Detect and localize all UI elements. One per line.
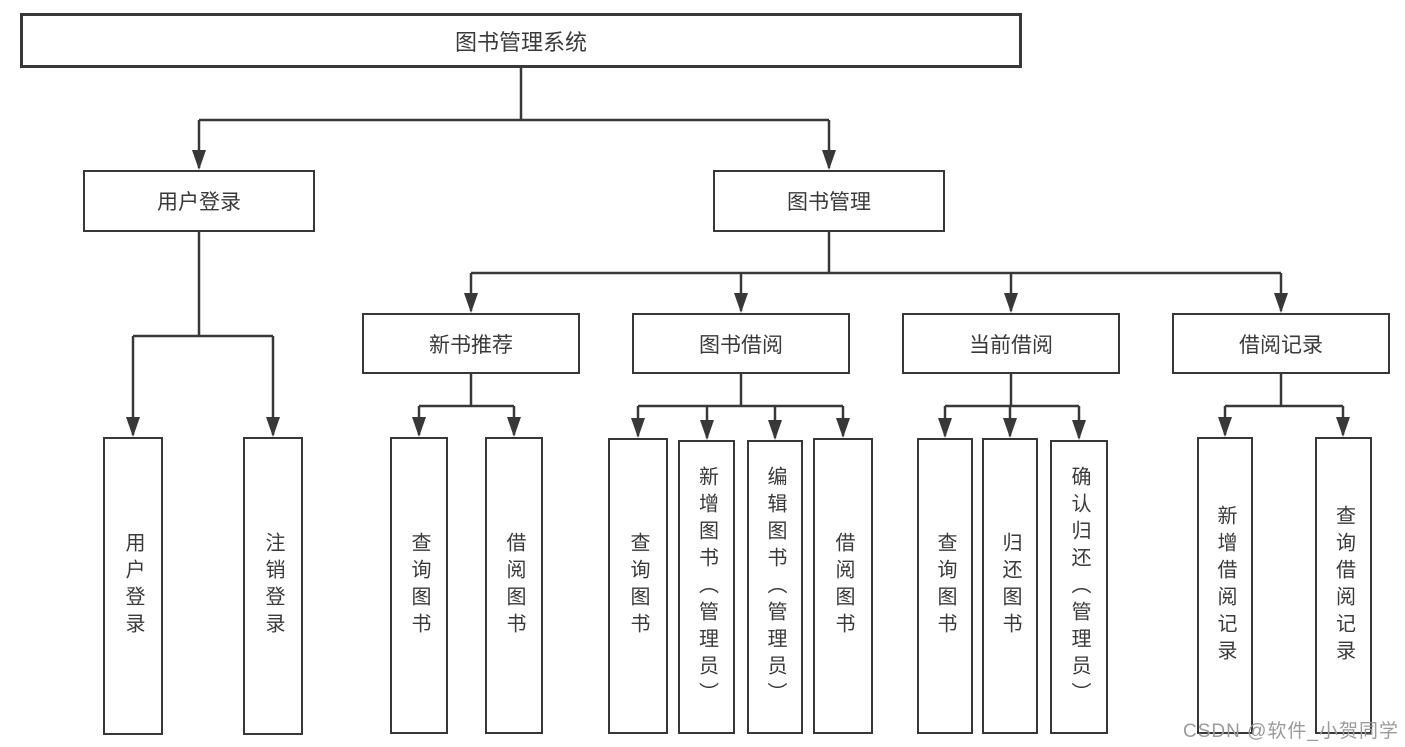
- arrowhead-icon: [836, 418, 850, 438]
- node-book-management: 图书管理: [713, 170, 945, 232]
- arrowhead-icon: [507, 417, 521, 437]
- arrowhead-icon: [768, 420, 782, 440]
- arrowhead-icon: [412, 417, 426, 437]
- node-current-borrow: 当前借阅: [902, 313, 1120, 374]
- leaf-borrow-books-2: 借阅图书: [813, 438, 873, 734]
- leaf-query-books-2: 查询图书: [608, 438, 668, 734]
- leaf-logout: 注销登录: [243, 437, 303, 735]
- node-new-book-recommend: 新书推荐: [362, 313, 580, 374]
- arrowhead-icon: [631, 418, 645, 438]
- connector-root-to-level2: [197, 68, 831, 168]
- leaf-user-login: 用户登录: [103, 437, 163, 735]
- arrowhead-icon: [192, 150, 206, 170]
- connector-newbook-to-leaves: [417, 374, 516, 435]
- arrowhead-icon: [822, 150, 836, 170]
- connector-records-to-leaves: [1223, 374, 1345, 435]
- leaf-query-books-3: 查询图书: [917, 438, 973, 734]
- leaf-return-books: 归还图书: [982, 438, 1038, 734]
- arrowhead-icon: [1218, 417, 1232, 437]
- connector-userlogin-to-leaves: [131, 232, 275, 435]
- node-user-login-branch: 用户登录: [83, 170, 315, 232]
- leaf-add-books-admin: 新增图书（管理员）: [678, 440, 735, 734]
- connector-borrow-to-leaves: [636, 374, 845, 438]
- node-system-root: 图书管理系统: [20, 13, 1022, 68]
- arrowhead-icon: [1004, 293, 1018, 313]
- leaf-query-borrow-record: 查询借阅记录: [1315, 437, 1372, 734]
- leaf-edit-books-admin: 编辑图书（管理员）: [747, 440, 803, 734]
- node-borrow-records: 借阅记录: [1172, 313, 1390, 374]
- arrowhead-icon: [1003, 418, 1017, 438]
- leaf-query-books-1: 查询图书: [390, 437, 448, 734]
- arrowhead-icon: [1072, 420, 1086, 440]
- arrowhead-icon: [464, 293, 478, 313]
- arrowhead-icon: [126, 417, 140, 437]
- arrowhead-icon: [266, 417, 280, 437]
- csdn-watermark: CSDN @软件_小贺同学: [1183, 721, 1399, 742]
- connector-bookmgmt-to-level3: [469, 232, 1283, 311]
- leaf-confirm-return-admin: 确认归还（管理员）: [1050, 440, 1108, 734]
- arrowhead-icon: [734, 293, 748, 313]
- leaf-borrow-books-1: 借阅图书: [485, 437, 543, 734]
- arrowhead-icon: [938, 418, 952, 438]
- leaf-add-borrow-record: 新增借阅记录: [1197, 437, 1253, 734]
- arrowhead-icon: [1274, 293, 1288, 313]
- arrowhead-icon: [1336, 417, 1350, 437]
- node-book-borrow: 图书借阅: [632, 313, 850, 374]
- arrowhead-icon: [700, 420, 714, 440]
